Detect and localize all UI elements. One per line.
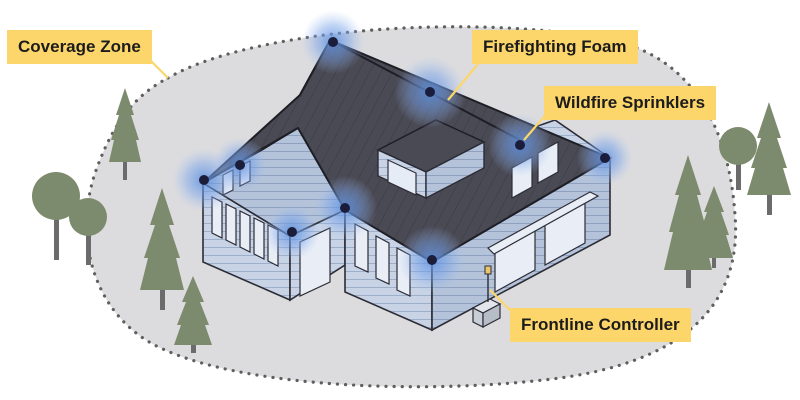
firefighting-foam-label: Firefighting Foam [472,30,638,64]
sprinkler-head-icon [212,137,268,193]
sprinkler-head-icon [577,130,633,186]
tree-icon [174,276,212,353]
coverage-zone-leader [149,59,169,79]
sprinkler-head-icon [488,113,552,177]
sprinkler-head-icon [301,10,365,74]
wildfire-sprinklers-label: Wildfire Sprinklers [544,86,717,120]
tree-icon [664,155,712,288]
controller-box-icon [471,265,502,328]
tree-icon [719,127,757,190]
tree-icon [140,188,184,310]
sprinkler-head-icon [394,56,466,128]
sprinkler-head-icon [313,176,377,240]
coverage-zone-label: Coverage Zone [7,30,152,64]
tree-icon [109,88,141,180]
sprinkler-head-icon [264,204,320,260]
tree-icon [747,102,791,215]
firefighting-foam-leader [447,63,479,101]
frontline-controller-label: Frontline Controller [510,308,691,342]
house [201,38,613,332]
tree-icon [695,186,733,268]
tree-icon [32,172,107,265]
sprinkler-head-icon [398,226,466,294]
